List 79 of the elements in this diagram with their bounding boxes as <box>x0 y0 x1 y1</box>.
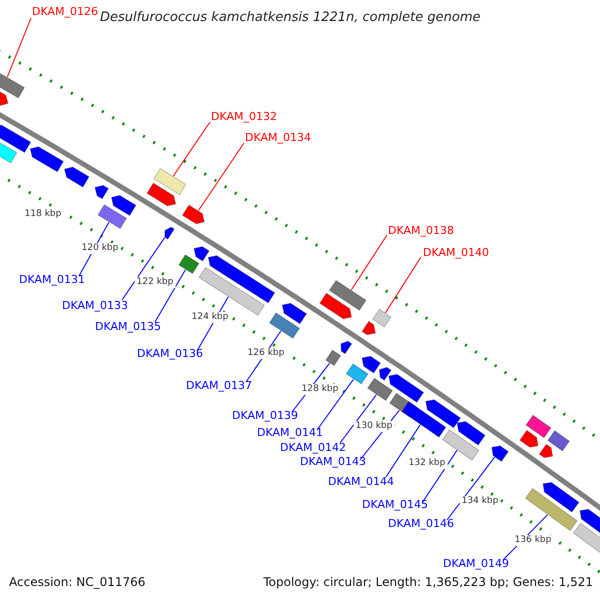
gene-marker <box>367 378 394 402</box>
gene-label: DKAM_0135 <box>95 321 161 332</box>
gene-marker <box>340 340 352 354</box>
leader-line <box>198 142 244 211</box>
gene-marker <box>456 421 486 446</box>
gene-label: DKAM_0139 <box>232 410 298 421</box>
gene-marker <box>282 302 308 324</box>
gene-label: DKAM_0138 <box>388 225 454 236</box>
genome-summary-note: Topology: circular; Length: 1,365,223 bp; Genes: 1,521 <box>263 576 593 588</box>
gene-marker <box>346 363 369 384</box>
gene-label: DKAM_0132 <box>211 111 277 122</box>
leader-line <box>446 456 496 520</box>
gene-marker <box>519 430 538 448</box>
gene-label: DKAM_0144 <box>328 476 394 487</box>
gene-marker <box>388 374 424 403</box>
gene-marker <box>194 246 210 262</box>
gene-marker <box>268 312 300 339</box>
scale-label: 130 kbp <box>354 421 394 432</box>
gene-marker <box>319 292 352 320</box>
leader-line <box>386 424 421 478</box>
gene-marker <box>362 356 381 374</box>
gene-label: DKAM_0136 <box>137 348 203 359</box>
gene-marker <box>524 488 578 532</box>
gene-marker <box>97 204 128 230</box>
scale-label: 122 kbp <box>134 277 176 288</box>
gene-marker <box>164 226 175 240</box>
scale-label: 120 kbp <box>80 243 120 254</box>
gene-marker <box>425 399 462 428</box>
gene-marker <box>208 255 276 304</box>
map-title: Desulfurococcus kamchatkensis 1221n, complete genome <box>100 11 480 24</box>
gene-label: DKAM_0143 <box>300 456 366 467</box>
gene-marker <box>0 124 32 154</box>
leader-line <box>340 394 377 444</box>
leader-line <box>172 122 210 176</box>
accession-note: Accession: NC_011766 <box>9 576 146 588</box>
gene-marker <box>547 430 570 452</box>
gene-marker <box>378 366 392 381</box>
leader-line <box>422 450 458 504</box>
gene-label: DKAM_0134 <box>245 132 311 143</box>
gene-marker <box>372 308 392 328</box>
gene-marker <box>64 166 90 188</box>
leader-line <box>350 234 388 290</box>
scale-label: 124 kbp <box>190 312 230 323</box>
leader-line <box>6 18 32 78</box>
gene-marker <box>491 445 509 462</box>
gene-label: DKAM_0141 <box>257 427 323 438</box>
gene-label: DKAM_0137 <box>186 380 252 391</box>
scale-label: 134 kbp <box>460 496 500 507</box>
gene-marker <box>362 320 376 336</box>
gene-marker <box>542 482 580 513</box>
leader-line <box>316 378 354 430</box>
scale-label: 118 kbp <box>22 209 64 220</box>
gene-marker <box>178 254 200 274</box>
scale-label: 136 kbp <box>512 535 554 546</box>
gene-marker <box>328 280 367 311</box>
leader-line <box>122 237 166 300</box>
gene-marker <box>153 168 186 196</box>
gene-marker <box>111 194 136 216</box>
leader-line <box>154 269 186 322</box>
scale-label: 132 kbp <box>406 458 448 469</box>
gene-marker <box>94 184 109 200</box>
gene-marker <box>30 146 64 172</box>
scale-label: 126 kbp <box>246 348 286 359</box>
leader-line <box>384 256 422 314</box>
gene-marker <box>146 182 176 206</box>
gene-label: DKAM_0149 <box>443 558 509 569</box>
gene-label: DKAM_0126 <box>32 6 98 17</box>
gene-label: DKAM_0145 <box>362 499 428 510</box>
gene-label: DKAM_0131 <box>19 274 85 285</box>
gene-label: DKAM_0142 <box>280 442 346 453</box>
gene-marker <box>525 414 552 438</box>
gene-label: DKAM_0133 <box>62 300 128 311</box>
gene-marker <box>538 444 554 458</box>
gene-marker <box>182 204 205 224</box>
gene-marker <box>325 350 342 366</box>
gene-marker <box>401 401 446 438</box>
gene-label: DKAM_0140 <box>423 247 489 258</box>
gene-label: DKAM_0146 <box>388 518 454 529</box>
scale-label: 128 kbp <box>300 384 340 395</box>
